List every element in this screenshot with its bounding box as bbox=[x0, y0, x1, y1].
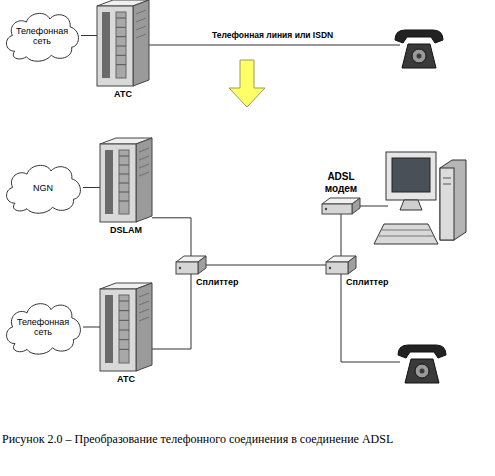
splitter-box-outline bbox=[326, 256, 356, 274]
connector-line bbox=[83, 187, 100, 188]
splitter-box: Сплиттер bbox=[326, 256, 356, 274]
modem-box-outline bbox=[322, 198, 360, 214]
splitter-box-outline bbox=[176, 256, 206, 274]
dslam-server: DSLAM bbox=[100, 138, 152, 222]
cloud-label: Телефонная сеть bbox=[13, 317, 73, 338]
exchange-server-outline bbox=[97, 0, 149, 86]
connector-line bbox=[152, 274, 191, 349]
device-label: Сплиттер bbox=[196, 277, 239, 287]
cloud-label: NGN bbox=[13, 182, 73, 192]
network-cloud: Телефонная сеть bbox=[3, 8, 81, 63]
figure-caption: Рисунок 2.0 – Преобразование телефонного… bbox=[2, 432, 393, 447]
connector-line bbox=[206, 265, 326, 266]
phone-wire bbox=[341, 274, 400, 362]
device-label: Сплиттер bbox=[346, 277, 389, 287]
connector-line bbox=[83, 327, 100, 328]
connector-line bbox=[152, 218, 191, 256]
splitter-box: Сплиттер bbox=[176, 256, 206, 274]
connector-line bbox=[341, 214, 342, 256]
modem-box: ADSL модем bbox=[322, 198, 360, 214]
telephone bbox=[395, 30, 443, 68]
network-cloud: NGN bbox=[3, 160, 83, 215]
exchange-server: АТС bbox=[97, 0, 149, 86]
device-label: DSLAM bbox=[86, 225, 166, 235]
cloud-label: Телефонная сеть bbox=[13, 25, 71, 46]
exchange-server: АТС bbox=[100, 283, 152, 371]
device-label: ADSL модем bbox=[318, 171, 364, 194]
computer bbox=[374, 152, 466, 244]
line-label: Телефонная линия или ISDN bbox=[212, 30, 333, 40]
telephone bbox=[398, 345, 446, 383]
transform-arrow bbox=[229, 60, 265, 107]
exchange-server-outline bbox=[100, 283, 152, 371]
device-label: АТС bbox=[83, 89, 163, 99]
modem-wire bbox=[360, 206, 388, 207]
dslam-server-outline bbox=[100, 138, 152, 222]
device-label: АТС bbox=[86, 374, 166, 384]
phone-line bbox=[149, 45, 400, 46]
network-cloud: Телефонная сеть bbox=[3, 298, 83, 356]
connector-line bbox=[81, 35, 97, 36]
